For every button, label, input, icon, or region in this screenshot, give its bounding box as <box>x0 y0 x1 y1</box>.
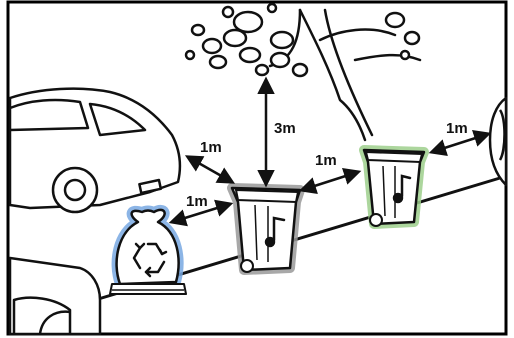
label-bin-to-bin: 1m <box>315 152 337 169</box>
arrow-car-to-bin <box>188 157 232 182</box>
arrow-bin-to-bin <box>302 172 358 190</box>
label-bag-to-bin: 1m <box>186 193 208 210</box>
green-bin <box>364 150 424 226</box>
label-tree-clearance: 3m <box>274 120 296 137</box>
parked-car-right <box>490 98 506 185</box>
parked-car-bottom <box>10 258 100 334</box>
grey-bin <box>232 188 300 272</box>
label-car-to-bin: 1m <box>200 139 222 156</box>
tree <box>186 4 420 140</box>
parked-car-left <box>10 89 180 212</box>
label-bin-to-car: 1m <box>446 120 468 137</box>
recycle-bag <box>110 210 186 294</box>
